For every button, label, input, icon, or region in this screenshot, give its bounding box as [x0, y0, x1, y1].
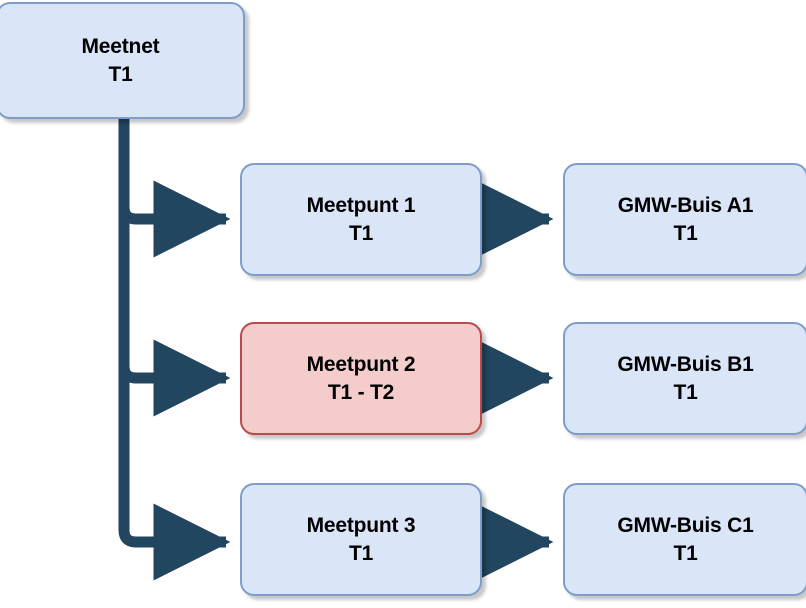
node-gmw-buis-b1[interactable]: GMW-Buis B1 T1 [563, 322, 806, 435]
node-meetnet-line1: Meetnet [81, 34, 160, 58]
node-meetnet-line2: T1 [108, 62, 133, 86]
node-gmw-buis-c1-line2: T1 [673, 541, 698, 565]
node-gmw-buis-a1[interactable]: GMW-Buis A1 T1 [563, 163, 806, 276]
edge-meetnet-to-meetpunt-3 [118, 503, 231, 581]
node-gmw-buis-b1-line1: GMW-Buis B1 [617, 352, 754, 376]
node-meetpunt-1-line1: Meetpunt 1 [306, 193, 416, 217]
edge-meetnet-to-meetpunt-1 [118, 180, 231, 258]
node-meetpunt-2[interactable]: Meetpunt 2 T1 - T2 [240, 322, 482, 435]
node-meetpunt-1[interactable]: Meetpunt 1 T1 [240, 163, 482, 276]
node-gmw-buis-c1-line1: GMW-Buis C1 [617, 513, 754, 537]
node-gmw-buis-b1-line2: T1 [673, 380, 698, 404]
node-gmw-buis-a1-line2: T1 [673, 221, 698, 245]
node-gmw-buis-c1[interactable]: GMW-Buis C1 T1 [563, 483, 806, 596]
node-meetpunt-2-line1: Meetpunt 2 [306, 352, 416, 376]
node-meetnet[interactable]: Meetnet T1 [0, 2, 245, 119]
node-meetpunt-1-line2: T1 [348, 221, 374, 245]
edge-meetnet-to-meetpunt-2 [118, 339, 231, 417]
node-meetpunt-3-line2: T1 [348, 541, 374, 565]
node-meetpunt-3[interactable]: Meetpunt 3 T1 [240, 483, 482, 596]
node-meetpunt-3-line1: Meetpunt 3 [306, 513, 416, 537]
node-gmw-buis-a1-line1: GMW-Buis A1 [617, 193, 754, 217]
node-meetpunt-2-line2: T1 - T2 [327, 380, 395, 404]
